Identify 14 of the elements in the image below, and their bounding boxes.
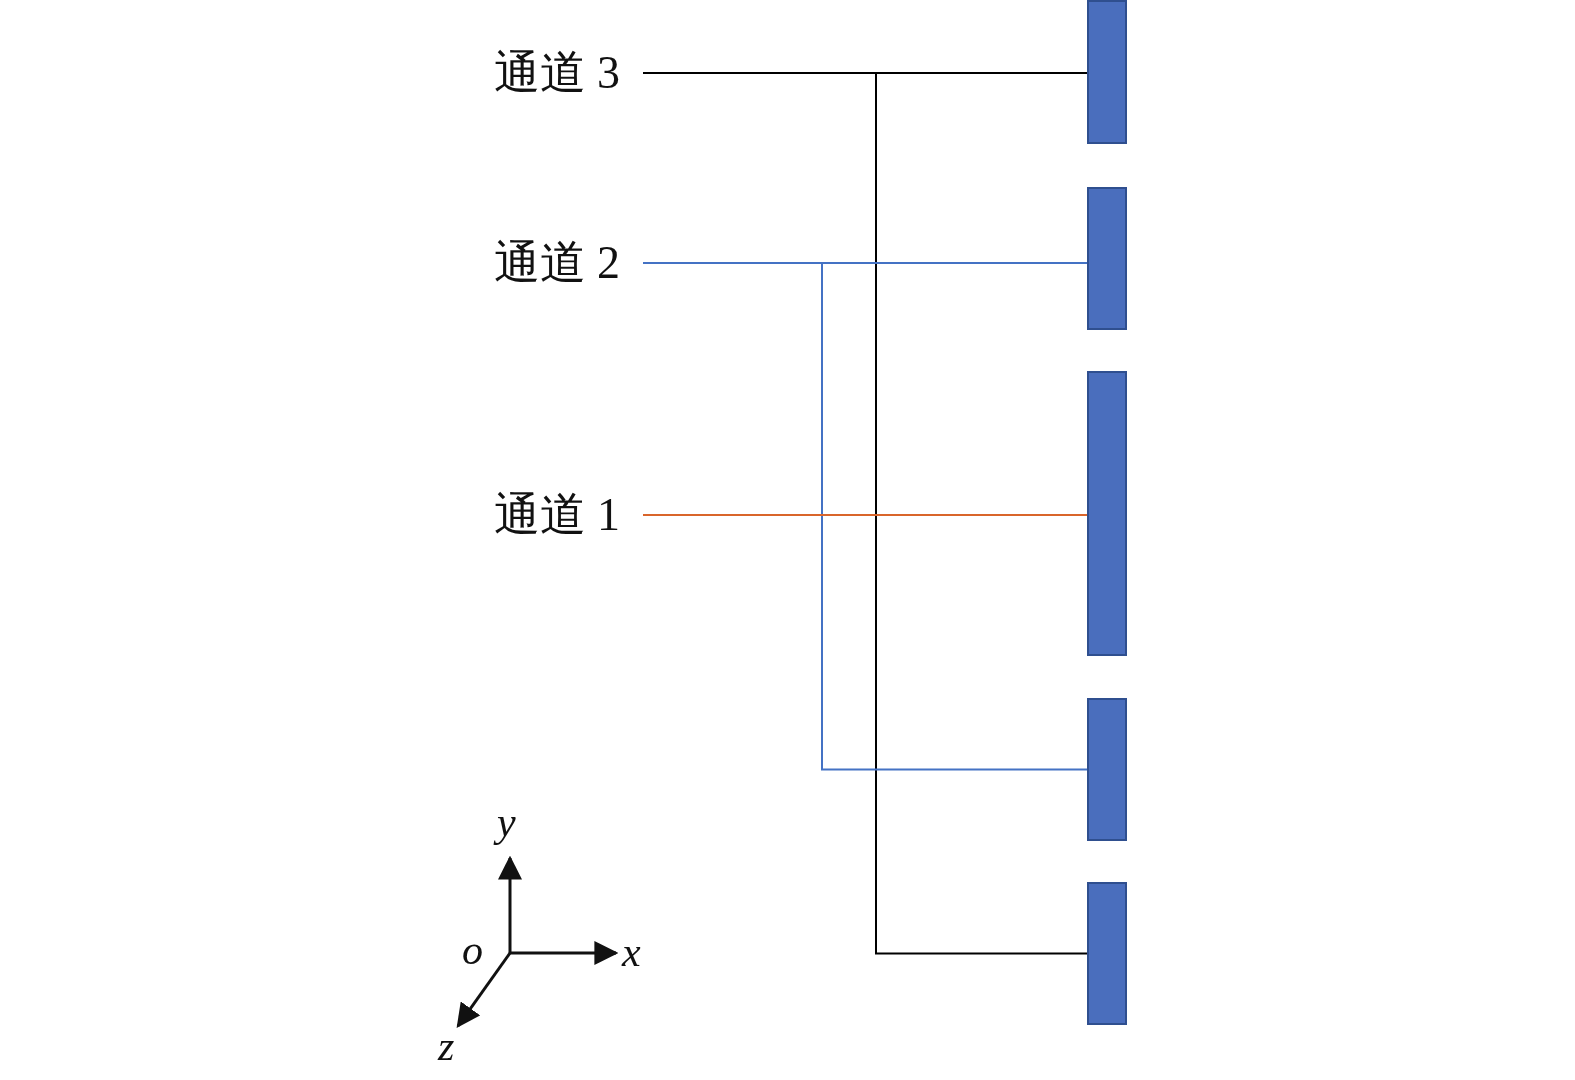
axis-label: z [438, 1024, 455, 1068]
connection-line [642, 514, 1088, 516]
connection-line [642, 72, 1088, 955]
connection-line [642, 262, 1088, 771]
electrode-bar [1087, 371, 1127, 656]
electrode-bar [1087, 0, 1127, 144]
electrode-bar [1087, 187, 1127, 330]
electrode-bar [1087, 698, 1127, 841]
axis-label: o [462, 928, 483, 972]
channel-label: 通道 2 [420, 238, 620, 288]
electrode-bar [1087, 882, 1127, 1025]
channel-label: 通道 1 [420, 490, 620, 540]
channel-label: 通道 3 [420, 48, 620, 98]
axis-label: x [622, 930, 641, 974]
